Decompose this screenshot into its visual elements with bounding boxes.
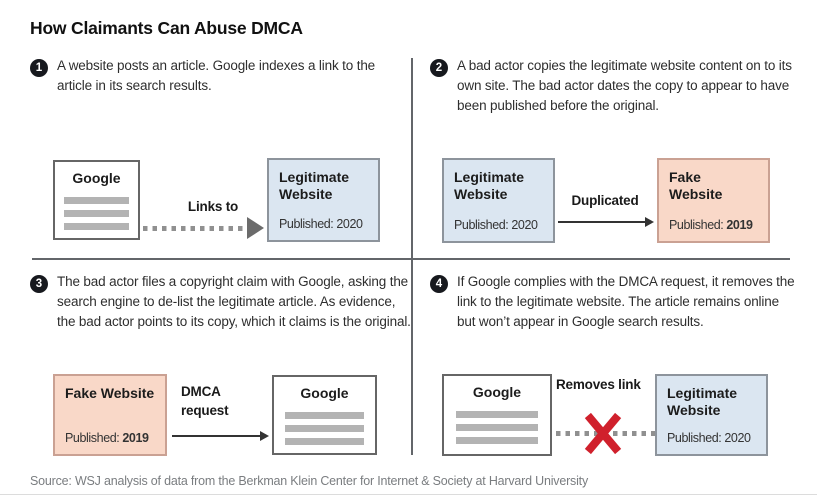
solid-arrow-step2 <box>558 215 654 229</box>
step-4-description: If Google complies with the DMCA request… <box>457 274 795 329</box>
published-date: Published:2020 <box>667 431 751 445</box>
arrowhead-icon <box>260 431 269 441</box>
page-title: How Claimants Can Abuse DMCA <box>30 18 303 38</box>
google-box-step3: Google <box>272 375 377 455</box>
arrow-label-duplicated: Duplicated <box>571 193 639 208</box>
step-1-badge: 1 <box>30 59 48 77</box>
fake-box-title: Fake Website <box>669 169 723 203</box>
arrow-label-links-to: Links to <box>187 199 239 214</box>
legitimate-website-box-step1: Legitimate Website Published:2020 <box>267 158 380 242</box>
fake-box-title: Fake Website <box>65 385 155 401</box>
arrow-label-dmca-request: DMCA request <box>181 384 229 418</box>
published-date: Published:2020 <box>279 217 363 231</box>
article-lines-icon <box>55 191 138 230</box>
bottom-rule <box>0 494 817 495</box>
fake-website-box-step2: Fake Website Published:2019 <box>657 158 770 243</box>
divider-horizontal <box>32 258 790 260</box>
step-2-description: A bad actor copies the legitimate websit… <box>457 58 792 113</box>
step-1-description: A website posts an article. Google index… <box>57 58 376 93</box>
arrow-line <box>558 221 648 223</box>
article-lines-icon <box>444 405 550 444</box>
google-box-title: Google <box>72 170 121 186</box>
removes-link-x-icon <box>586 413 620 453</box>
legit-box-title: Legitimate Website <box>279 169 350 203</box>
legitimate-website-box-step2: Legitimate Website Published:2020 <box>442 158 555 243</box>
article-lines-icon <box>274 406 375 445</box>
step-4-badge: 4 <box>430 275 448 293</box>
divider-vertical <box>411 58 413 455</box>
dash-line <box>143 225 245 231</box>
google-box-title: Google <box>300 385 349 401</box>
arrowhead-icon <box>645 217 654 227</box>
published-date: Published:2019 <box>669 218 753 232</box>
google-box-step4: Google <box>442 374 552 456</box>
legit-box-title: Legitimate Website <box>667 385 738 419</box>
published-date: Published:2020 <box>454 218 538 232</box>
arrow-line <box>172 435 263 437</box>
published-date: Published:2019 <box>65 431 149 445</box>
step-3-description: The bad actor files a copyright claim wi… <box>57 274 411 329</box>
dashed-arrow-step1 <box>143 217 264 239</box>
arrowhead-icon <box>247 217 264 239</box>
fake-website-box-step3: Fake Website Published:2019 <box>53 374 167 456</box>
step-3-badge: 3 <box>30 275 48 293</box>
google-box-title: Google <box>472 384 522 400</box>
arrow-label-removes-link: Removes link <box>556 377 641 392</box>
legit-box-title: Legitimate Website <box>454 169 525 203</box>
solid-arrow-step3 <box>172 429 269 443</box>
legitimate-website-box-step4: Legitimate Website Published:2020 <box>655 374 768 456</box>
source-attribution: Source: WSJ analysis of data from the Be… <box>30 473 589 488</box>
step-2-badge: 2 <box>430 59 448 77</box>
google-box-step1: Google <box>53 160 140 240</box>
